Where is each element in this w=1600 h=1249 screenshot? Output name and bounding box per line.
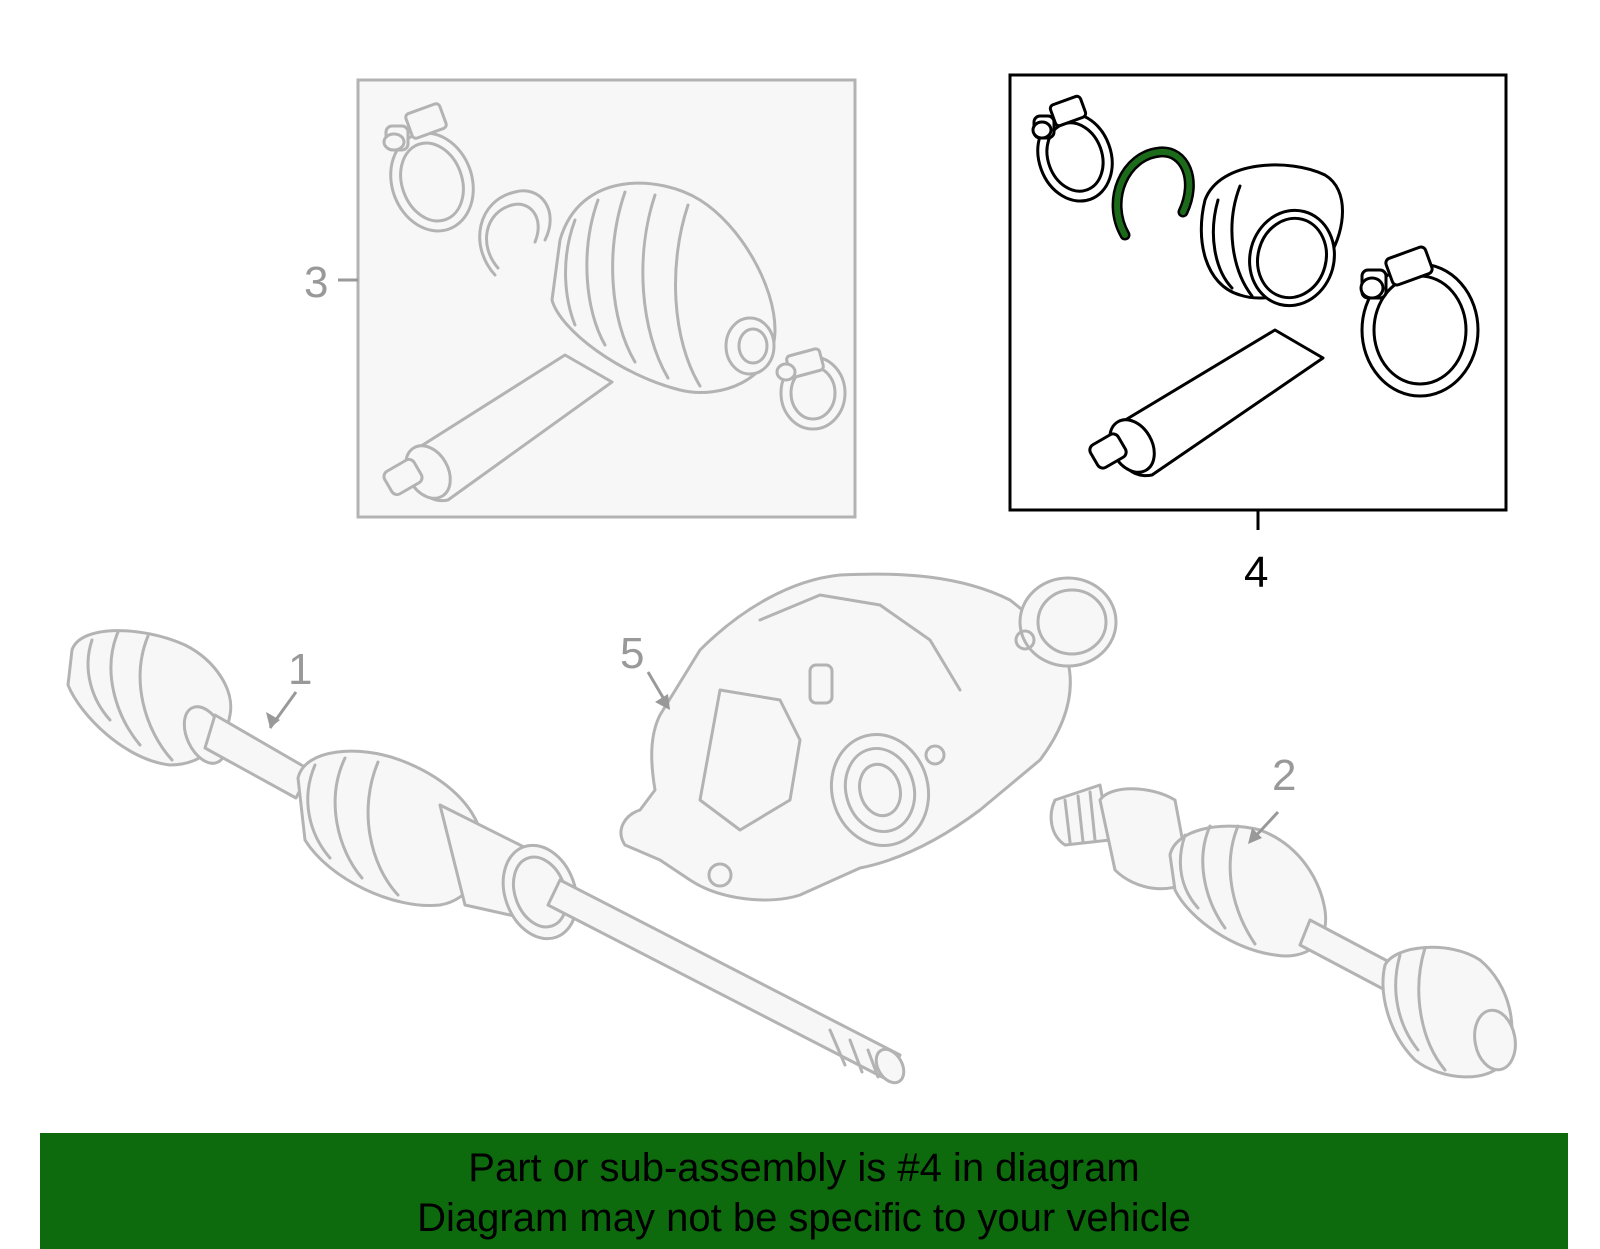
info-banner: Part or sub-assembly is #4 in diagram Di… [40,1133,1568,1249]
callout-1-arrow [266,712,280,728]
callout-5[interactable]: 5 [620,629,644,678]
boot-icon [550,181,777,394]
drive-shaft-1-group[interactable]: 1 [66,629,909,1088]
kit-3-group[interactable]: 3 [304,78,857,519]
callout-2[interactable]: 2 [1272,751,1296,800]
boot-icon [1199,163,1344,308]
callout-3[interactable]: 3 [304,258,328,307]
snap-ring-highlight [1114,148,1193,238]
drive-shaft-2-group[interactable]: 2 [1049,751,1520,1079]
callout-1[interactable]: 1 [288,645,312,694]
banner-line-disclaimer: Diagram may not be specific to your vehi… [417,1196,1191,1240]
clamp-icon [382,102,475,233]
large-clamp-icon [1359,245,1480,398]
banner-background [40,1133,1568,1249]
callout-5-arrow [655,694,670,710]
snap-ring-icon [478,189,552,277]
grease-tube-icon [1088,328,1325,478]
banner-line-part: Part or sub-assembly is #4 in diagram [468,1146,1140,1190]
callout-4[interactable]: 4 [1244,548,1268,597]
callout-2-arrow [1248,828,1262,844]
kit-4-group[interactable]: 4 [1008,73,1508,597]
differential-5-group[interactable]: 5 [619,572,1118,902]
small-clamp-icon [775,347,847,431]
grease-tube-icon [382,353,614,503]
clamp-icon [1031,94,1114,203]
